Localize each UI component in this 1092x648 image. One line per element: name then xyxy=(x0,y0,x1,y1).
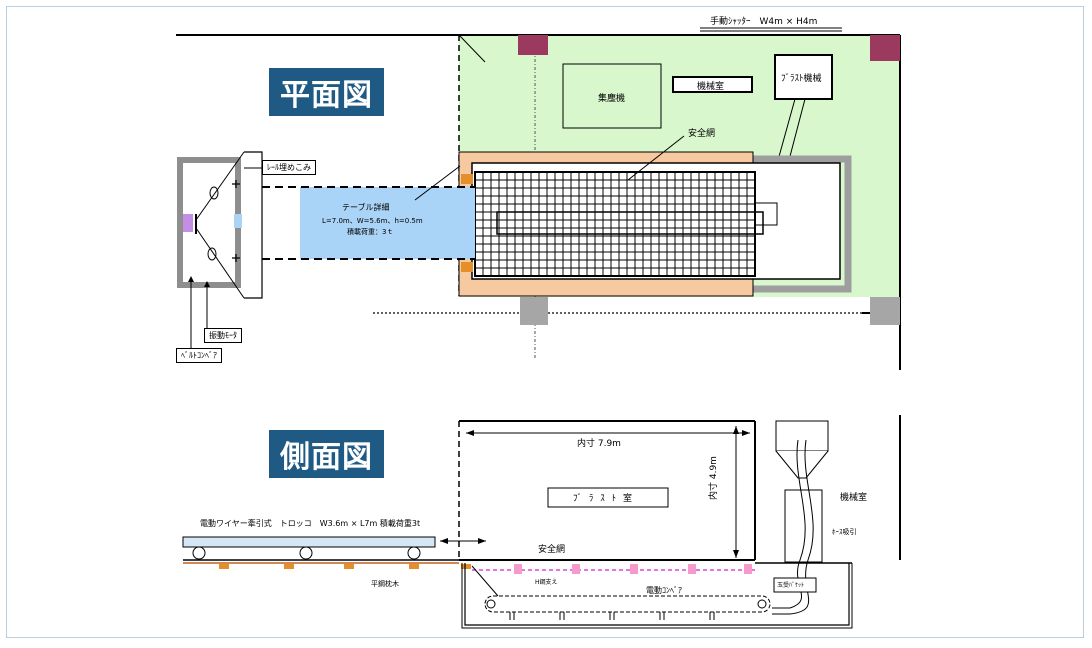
safety-net-label: 安全網 xyxy=(688,129,716,139)
trolley-wheel xyxy=(192,546,206,560)
machine-room-label: 機械室 xyxy=(697,82,725,92)
rail-ticks xyxy=(232,180,240,262)
table-detail-dims: L=7.0m、W=5.6m、h=0.5m xyxy=(322,217,423,225)
table-detail-title: テーブル詳細 xyxy=(342,203,390,212)
arrow-head xyxy=(204,281,210,287)
arrow-head xyxy=(742,430,750,436)
blast-nozzle-rail xyxy=(496,211,764,235)
conveyor-pulley xyxy=(486,599,496,609)
inner-height-label: 内寸 4.9m xyxy=(709,456,719,500)
side-pit-inner xyxy=(464,563,850,626)
arrow-head xyxy=(188,276,194,282)
h-support-label: H鋼支え xyxy=(535,579,558,586)
conveyor-pulley xyxy=(757,599,767,609)
trolley-wheel xyxy=(299,546,313,560)
hopper-cone xyxy=(775,450,829,479)
trolley-wheel xyxy=(407,546,421,560)
rail-marker xyxy=(461,262,473,272)
side-view-title: 側面図 xyxy=(269,430,384,478)
footing xyxy=(520,297,548,325)
vibration-motor xyxy=(207,247,217,261)
nozzle-box xyxy=(754,202,778,226)
blast-machine-label: ﾌﾞﾗｽﾄ機械 xyxy=(781,74,822,84)
blast-room-label-box xyxy=(547,487,669,508)
door-swing xyxy=(458,34,486,63)
vibration-motor xyxy=(209,186,219,200)
hose-bucket-label: 玉受ﾊﾞｹｯﾄ xyxy=(777,582,805,589)
belt-conveyor-label: ﾍﾞﾙﾄｺﾝﾍﾞｱ xyxy=(176,348,222,363)
trolley xyxy=(182,536,436,548)
hopper-top xyxy=(775,420,829,452)
blast-machine-box xyxy=(774,54,833,100)
pit-slope xyxy=(471,565,499,597)
table-leader xyxy=(414,165,461,201)
hose xyxy=(772,439,814,615)
side-pit-outer xyxy=(461,563,853,629)
machine-room-box xyxy=(672,76,753,93)
sleepers xyxy=(219,564,471,569)
bucket-label-box xyxy=(773,577,817,593)
dust-collector-box xyxy=(562,63,662,129)
arrow-head xyxy=(440,538,448,544)
pillar xyxy=(518,35,548,55)
arrow-head xyxy=(478,538,486,544)
side-machine-room-label: 機械室 xyxy=(840,493,868,503)
rail-embed-label: ﾚｰﾙ埋めこみ xyxy=(262,160,316,175)
table-area xyxy=(300,187,475,259)
blast-room-label: ﾌﾞ ﾗ ｽ ﾄ 室 xyxy=(573,494,634,504)
side-safety-net-label: 安全網 xyxy=(538,545,566,555)
vibration-motor-label: 振動ﾓｰﾀ xyxy=(204,328,242,343)
shutter-label: 手動ｼｬｯﾀｰ W4m × H4m xyxy=(710,17,818,27)
electric-conveyor xyxy=(484,595,771,613)
conveyor-legs xyxy=(509,612,715,620)
flat-sleeper-label: 平鋼枕木 xyxy=(371,580,399,588)
hose-suction-label: ﾎｰｽ吸引 xyxy=(832,528,857,536)
inner-width-label: 内寸 7.9m xyxy=(577,439,621,449)
plan-view-title: 平面図 xyxy=(269,68,384,116)
belt-conveyor-end xyxy=(183,214,193,232)
arrow-head xyxy=(466,430,474,436)
chute-blue xyxy=(234,214,242,228)
chute-line xyxy=(195,227,245,299)
electric-conveyor-label: 電動ｺﾝﾍﾞｱ xyxy=(646,586,682,595)
hose xyxy=(772,439,806,609)
chute-line xyxy=(195,151,245,221)
table-grid xyxy=(474,171,756,277)
arrow-head xyxy=(733,426,739,434)
table-detail-load: 積載荷重：3ｔ xyxy=(347,228,394,236)
pillar xyxy=(870,35,900,61)
rail-bracket xyxy=(244,151,263,299)
arrow-head xyxy=(733,550,739,558)
support-blocks xyxy=(514,564,752,574)
footing xyxy=(870,297,900,325)
net-leader xyxy=(627,135,685,181)
dust-collector-label: 集塵機 xyxy=(598,94,626,104)
rail-marker xyxy=(461,174,473,184)
trolley-label: 電動ワイヤー牽引式 トロッコ W3.6m × L7m 積載荷重3t xyxy=(200,519,421,528)
machine-column xyxy=(784,489,823,563)
